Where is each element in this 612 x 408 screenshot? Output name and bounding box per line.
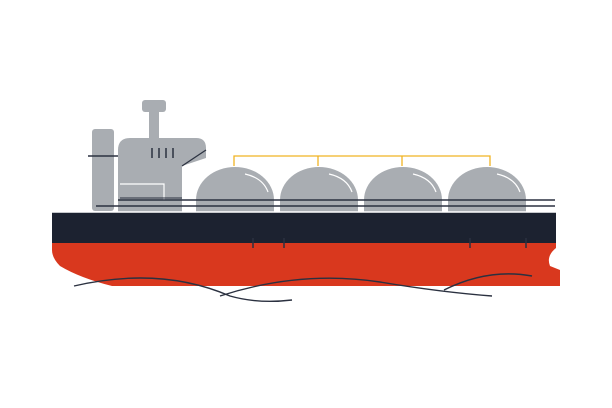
bridge-window-hood (181, 149, 207, 167)
bridge (118, 100, 207, 212)
hull (52, 211, 560, 286)
deck-rails (96, 199, 555, 207)
wave-right (443, 273, 533, 291)
waves (73, 273, 533, 303)
pipe-rail (233, 155, 491, 166)
mast-post (149, 110, 159, 140)
funnel-body (92, 129, 114, 211)
wave-middle (219, 277, 493, 297)
bridge-body (118, 138, 206, 212)
hull-top (52, 212, 556, 243)
pipe-rail-line (233, 155, 491, 166)
hull-bottom (52, 240, 560, 286)
cargo-tank-highlight-1 (244, 173, 269, 193)
wave-left (73, 277, 293, 303)
funnel (88, 129, 118, 211)
cargo-tank-highlight-2 (328, 173, 353, 193)
cargo-tank-highlight-4 (496, 173, 521, 193)
mast-cap (142, 100, 166, 112)
cargo-tank-highlight-3 (412, 173, 437, 193)
bridge-lower-panel (120, 183, 165, 200)
